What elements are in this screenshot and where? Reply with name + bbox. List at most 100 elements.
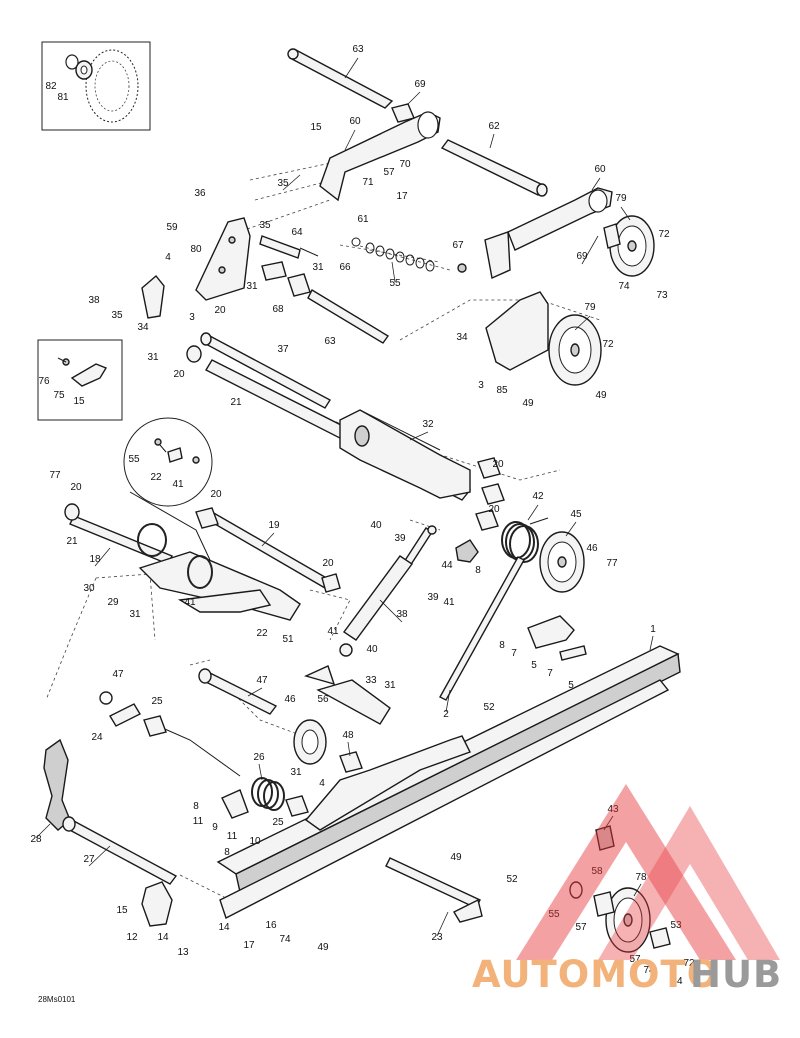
rod-2 [439, 556, 525, 701]
swing-arm-60-upper [319, 111, 441, 202]
part-label-72b: 72 [602, 339, 614, 350]
part-label-20b: 20 [173, 369, 185, 380]
part-label-29: 29 [107, 597, 119, 608]
idler-wheel-79-mid [548, 314, 602, 386]
part-label-11a: 11 [193, 816, 204, 827]
bracket-5-7 [527, 615, 587, 661]
part-label-15a: 15 [310, 122, 322, 133]
part-label-60b: 60 [594, 164, 606, 175]
part-label-23: 23 [431, 932, 443, 943]
part-label-74b: 74 [279, 934, 291, 945]
part-label-74c: 74 [643, 965, 655, 976]
part-label-30: 30 [83, 583, 95, 594]
part-label-26: 26 [253, 752, 265, 763]
part-label-40a: 40 [370, 520, 382, 531]
part-label-59: 59 [166, 222, 178, 233]
reference-code: 28Ms0101 [38, 995, 76, 1004]
part-label-80: 80 [190, 244, 202, 255]
spacer-25 [143, 715, 309, 817]
shaft-63-top [287, 48, 394, 109]
inset-box-wheel-bearing [41, 41, 151, 131]
part-label-20e: 20 [492, 459, 504, 470]
part-label-22b: 22 [256, 628, 268, 639]
part-label-54: 54 [671, 976, 683, 987]
inset-wheel-illustration [65, 49, 139, 123]
watermark-logo [516, 784, 780, 960]
part-label-60a: 60 [349, 116, 361, 127]
part-label-14a: 14 [157, 932, 169, 943]
part-label-35a: 35 [277, 178, 289, 189]
part-label-61: 61 [357, 214, 369, 225]
part-label-78: 78 [635, 872, 647, 883]
part-label-31d: 31 [129, 609, 141, 620]
spacer-48 [339, 751, 363, 773]
part-label-39a: 39 [394, 533, 406, 544]
part-label-55a: 55 [389, 278, 401, 289]
part-label-56: 56 [317, 694, 329, 705]
part-label-31b: 31 [246, 281, 258, 292]
part-label-8c: 8 [193, 801, 199, 812]
part-label-55c: 55 [548, 909, 560, 920]
part-label-41c: 41 [184, 597, 196, 608]
part-label-36: 36 [194, 188, 206, 199]
hub-44 [455, 539, 479, 563]
part-label-10: 10 [249, 836, 261, 847]
part-label-64: 64 [291, 227, 303, 238]
part-label-15b: 15 [73, 396, 85, 407]
part-label-41d: 41 [327, 626, 339, 637]
washer-stack-55 [351, 237, 467, 273]
part-label-8b: 8 [499, 640, 505, 651]
part-label-31a: 31 [312, 262, 324, 273]
part-label-22a: 22 [150, 472, 162, 483]
part-label-74a: 74 [618, 281, 630, 292]
part-label-15c: 15 [116, 905, 128, 916]
part-label-46a: 46 [586, 543, 598, 554]
part-label-20a: 20 [214, 305, 226, 316]
part-label-53: 53 [670, 920, 682, 931]
shaft-47 [198, 668, 278, 715]
shock-38 [339, 525, 437, 657]
shaft-37 [200, 332, 331, 409]
part-label-69b: 69 [576, 251, 588, 262]
part-label-66: 66 [339, 262, 351, 273]
part-label-57c: 57 [629, 954, 641, 965]
part-label-72c: 72 [683, 958, 695, 969]
shaft-27 [62, 816, 178, 885]
inset-bracket-illustration [57, 357, 108, 387]
shaft-63-mid [307, 289, 390, 344]
part-label-47a: 47 [112, 669, 124, 680]
part-label-41a: 41 [172, 479, 184, 490]
arm-33 [303, 665, 391, 725]
part-label-41b: 41 [443, 597, 455, 608]
part-label-11b: 11 [227, 831, 238, 842]
part-label-68: 68 [272, 304, 284, 315]
part-label-33: 33 [365, 675, 377, 686]
part-label-49b: 49 [595, 390, 607, 401]
wheel-78 [569, 825, 671, 953]
part-label-16: 16 [265, 920, 277, 931]
part-label-5b: 5 [568, 680, 574, 691]
part-label-18: 18 [89, 554, 101, 565]
part-label-57a: 57 [383, 167, 395, 178]
part-label-49c: 49 [450, 852, 462, 863]
bracket-9 [221, 789, 249, 819]
part-label-34a: 34 [137, 322, 149, 333]
leader-lines [35, 57, 654, 937]
bracket-34-left [141, 274, 165, 319]
part-label-63b: 63 [324, 336, 336, 347]
part-label-62: 62 [488, 121, 500, 132]
watermark-text: AUTOMOTO HUB [472, 953, 781, 996]
part-label-38: 38 [88, 295, 100, 306]
part-label-31c: 31 [147, 352, 159, 363]
part-label-42: 42 [532, 491, 544, 502]
part-label-51: 51 [282, 634, 294, 645]
part-label-8d: 8 [224, 847, 230, 858]
part-label-52b: 52 [506, 874, 518, 885]
spacer-20-right [475, 457, 505, 531]
part-label-67: 67 [452, 240, 464, 251]
part-label-58: 58 [591, 866, 603, 877]
idler-wheel-79-top [603, 215, 655, 277]
part-label-38b: 38 [396, 609, 408, 620]
part-label-69a: 69 [414, 79, 426, 90]
